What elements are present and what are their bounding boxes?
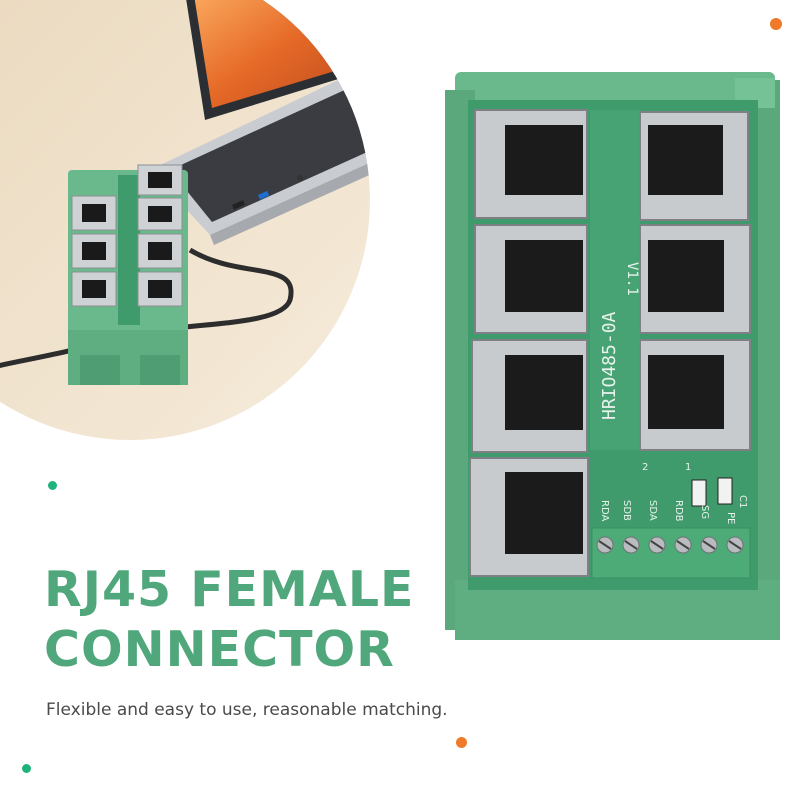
decor-dot-green-bottom [22, 764, 31, 773]
silkscreen-marker-1: 1 [685, 462, 691, 473]
silkscreen-version: V1.1 [624, 262, 640, 296]
right-jacks [639, 111, 751, 451]
terminal-labels: RDA SDB SDA RDB SG PE [599, 500, 736, 524]
terminal-label-sdb: SDB [621, 500, 632, 521]
terminal-label-pe: PE [725, 512, 736, 524]
terminal-label-sg: SG [699, 505, 710, 519]
decor-dot-orange-top [770, 18, 782, 30]
terminal-label-rdb: RDB [673, 500, 684, 522]
terminal-label-rda: RDA [599, 500, 610, 521]
silkscreen-model: HRIO485-0A [599, 311, 620, 420]
left-jacks [469, 109, 589, 577]
terminal-label-sda: SDA [647, 500, 658, 521]
tagline: Flexible and easy to use, reasonable mat… [46, 700, 448, 720]
headline-line-1: RJ45 FEMALE [44, 561, 415, 618]
silkscreen-marker-2: 2 [642, 462, 648, 473]
headline: RJ45 FEMALE CONNECTOR [44, 560, 415, 680]
decor-dot-green-mid [48, 481, 57, 490]
capacitor-label: C1 [737, 495, 748, 508]
decor-dot-orange-bottom [456, 737, 467, 748]
headline-line-2: CONNECTOR [44, 621, 395, 678]
